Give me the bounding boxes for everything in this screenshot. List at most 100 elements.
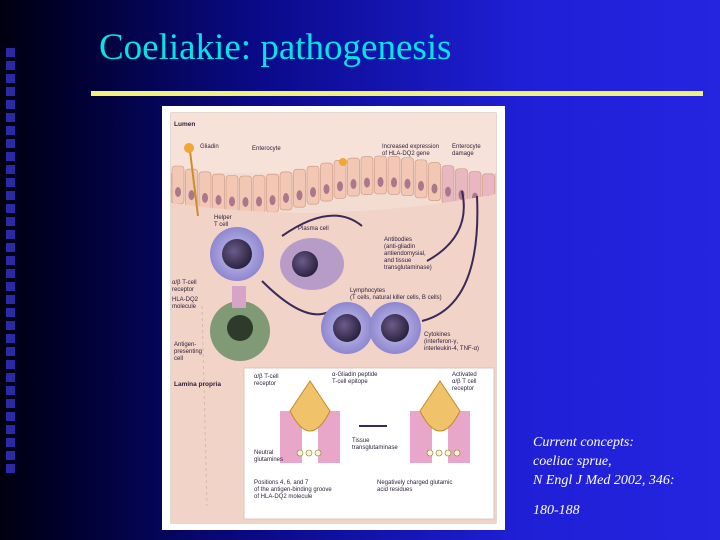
gliadin-drop (184, 143, 194, 153)
decorative-square (6, 269, 15, 278)
gliadin-path (189, 150, 199, 217)
enterocyte-nucleus (337, 181, 343, 192)
receptor-left-b (318, 411, 340, 463)
decorative-square (6, 217, 15, 226)
decorative-square (6, 230, 15, 239)
title-underline (91, 91, 703, 96)
enterocyte-nucleus (431, 183, 438, 194)
decorative-square (6, 451, 15, 460)
lamina-propria-label: Lamina propria (174, 381, 221, 388)
arrow-antibodies-to-enterocyte (426, 190, 465, 262)
decorative-square (6, 74, 15, 83)
enterocyte-cell (374, 155, 387, 195)
decorative-square (6, 334, 15, 343)
enterocyte-cell (347, 157, 360, 197)
enterocyte-cell (360, 156, 374, 195)
decorative-square (6, 139, 15, 148)
gliadin-label: Gliadin (200, 144, 219, 150)
decorative-square (6, 412, 15, 421)
enterocyte-nucleus (269, 195, 276, 206)
enterocyte-cell (441, 165, 455, 204)
decorative-square (6, 204, 15, 213)
enterocyte-nucleus (377, 177, 384, 188)
enterocyte-cell (333, 159, 347, 199)
plasma-cell-nucleus (292, 251, 318, 277)
enterocyte-layer (171, 155, 495, 215)
decorative-square (6, 152, 15, 161)
decorative-square (6, 347, 15, 356)
decorative-square (6, 243, 15, 252)
hla-dq2-molecule (232, 286, 246, 308)
decorative-square (6, 321, 15, 330)
decorative-square (6, 425, 15, 434)
enterocyte-label: Enterocyte (252, 146, 281, 152)
decorative-square-strip (0, 0, 26, 540)
receptor-right-a (410, 411, 432, 463)
enterocyte-cell (252, 175, 266, 214)
gliadin-peptide-right (419, 380, 461, 432)
enterocyte-nucleus (256, 196, 262, 207)
helper-t-cell-nucleus (222, 239, 252, 269)
glutamine-dots (296, 449, 461, 457)
enterocyte-nucleus (310, 187, 316, 198)
enterocyte-nucleus (296, 190, 303, 201)
lymphocytes-label: Lymphocytes(T cells, natural killer cell… (350, 288, 442, 301)
enterocyte-nucleus (202, 192, 208, 203)
decorative-square (6, 256, 15, 265)
decorative-square (6, 87, 15, 96)
receptor-right-b (448, 411, 470, 463)
enterocyte-cell (279, 171, 293, 211)
enterocyte-nucleus (283, 192, 289, 203)
decorative-square (6, 360, 15, 369)
enterocyte-cell (198, 171, 212, 211)
decorative-square (6, 48, 15, 57)
arrow-cytokines-to-enterocyte (421, 195, 479, 322)
enterocyte-nucleus (404, 178, 411, 189)
enterocyte-cell (414, 159, 428, 199)
decorative-square (6, 373, 15, 382)
decorative-square (6, 178, 15, 187)
enterocyte-nucleus (364, 177, 370, 188)
enterocyte-nucleus (350, 179, 357, 190)
decorative-square (6, 308, 15, 317)
decorative-square (6, 386, 15, 395)
gliadin-peptide-left (289, 380, 331, 432)
caption-pages: 180-188 (533, 503, 580, 518)
decorative-square (6, 100, 15, 109)
enterocyte-nucleus (445, 186, 451, 197)
caption-line: coeliac sprue, (533, 454, 612, 469)
citation-caption: Current concepts: coeliac sprue, N Engl … (533, 433, 713, 520)
enterocyte-cell (266, 173, 279, 213)
lumen-region (171, 113, 496, 173)
plasma-cell-label: Plasma cell (298, 226, 329, 232)
enterocyte-cell (306, 165, 320, 205)
enterocyte-cell (320, 162, 333, 202)
lumen-label: Lumen (174, 121, 195, 128)
decorative-square (6, 165, 15, 174)
enterocyte-cell (293, 168, 306, 208)
enterocyte-nucleus (391, 177, 397, 188)
decorative-square (6, 282, 15, 291)
enterocyte-cell (428, 162, 441, 201)
enterocyte-cell (212, 173, 225, 213)
decorative-square (6, 126, 15, 135)
lymphocyte-nucleus (333, 314, 361, 342)
enterocyte-nucleus (229, 196, 235, 207)
enterocyte-nucleus (215, 195, 222, 206)
enterocyte-cell (225, 175, 239, 214)
caption-line: N Engl J Med 2002, 346: (533, 473, 675, 488)
decorative-square (6, 191, 15, 200)
gliadin-drop (339, 158, 347, 166)
decorative-square (6, 464, 15, 473)
enterocyte-cell (171, 165, 185, 205)
